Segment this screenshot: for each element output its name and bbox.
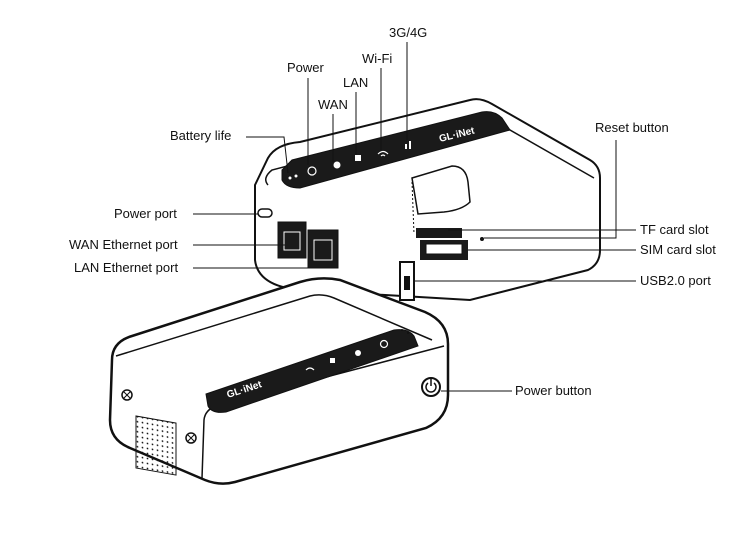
power-button-icon: [421, 377, 441, 397]
label-usb-port: USB2.0 port: [640, 273, 711, 288]
rear-led-panel: [281, 111, 511, 189]
sim-card-icon: [411, 165, 471, 215]
lan-port-jack: [313, 239, 333, 261]
label-battery-life: Battery life: [170, 128, 232, 143]
usb-port-inner: [404, 276, 410, 290]
label-tf-card-slot: TF card slot: [640, 222, 709, 237]
label-sim-card-slot: SIM card slot: [640, 242, 716, 257]
signal-led-icon: [405, 144, 407, 149]
leader-lines: [193, 42, 636, 392]
tf-card-slot-icon: [416, 228, 462, 238]
label-wan-ethernet-port: WAN Ethernet port: [69, 237, 178, 252]
leader-reset: [484, 140, 617, 239]
label-wifi: Wi-Fi: [362, 51, 393, 66]
label-lan-ethernet-port: LAN Ethernet port: [74, 260, 179, 275]
front-device: GL·iNet: [108, 277, 450, 485]
lan-led-icon: [355, 155, 361, 161]
label-lan: LAN: [343, 75, 369, 90]
front-dot: [407, 332, 409, 334]
label-wan: WAN: [318, 97, 348, 112]
battery-led-icon: [294, 174, 298, 178]
leader-battery: [246, 136, 289, 174]
power-port-icon: [257, 208, 273, 218]
power-symbol: [425, 379, 437, 393]
front-device-top-edge: [115, 294, 433, 357]
wifi-led-icon: [377, 150, 389, 157]
label-3g4g: 3G/4G: [389, 25, 428, 40]
power-led-icon: [307, 166, 317, 176]
sim-guide-line: [411, 181, 415, 235]
label-power-port: Power port: [114, 206, 177, 221]
screw-slot: [123, 391, 131, 399]
front-wan-led-icon: [355, 350, 361, 356]
front-led-panel: [205, 329, 419, 413]
wan-port-jack: [283, 231, 301, 251]
wan-ethernet-port-icon: [277, 221, 307, 259]
lan-ethernet-port-icon: [307, 229, 339, 269]
label-power-button: Power button: [515, 383, 592, 398]
screw-slot: [187, 434, 195, 442]
reset-button-hole: [480, 237, 484, 241]
front-power-led-icon: [379, 339, 389, 349]
signal-led-icon: [409, 141, 411, 149]
label-power: Power: [287, 60, 324, 75]
front-wifi-led-icon: [305, 367, 315, 371]
vent-grille-icon: [135, 415, 177, 476]
label-reset-button: Reset button: [595, 120, 669, 135]
wan-led-icon: [333, 161, 341, 169]
rear-device: GL·iNet: [254, 98, 601, 302]
sim-card-tray: [425, 243, 463, 255]
battery-led-icon: [288, 176, 292, 180]
front-lan-led-icon: [330, 358, 335, 363]
front-dot: [401, 329, 403, 331]
